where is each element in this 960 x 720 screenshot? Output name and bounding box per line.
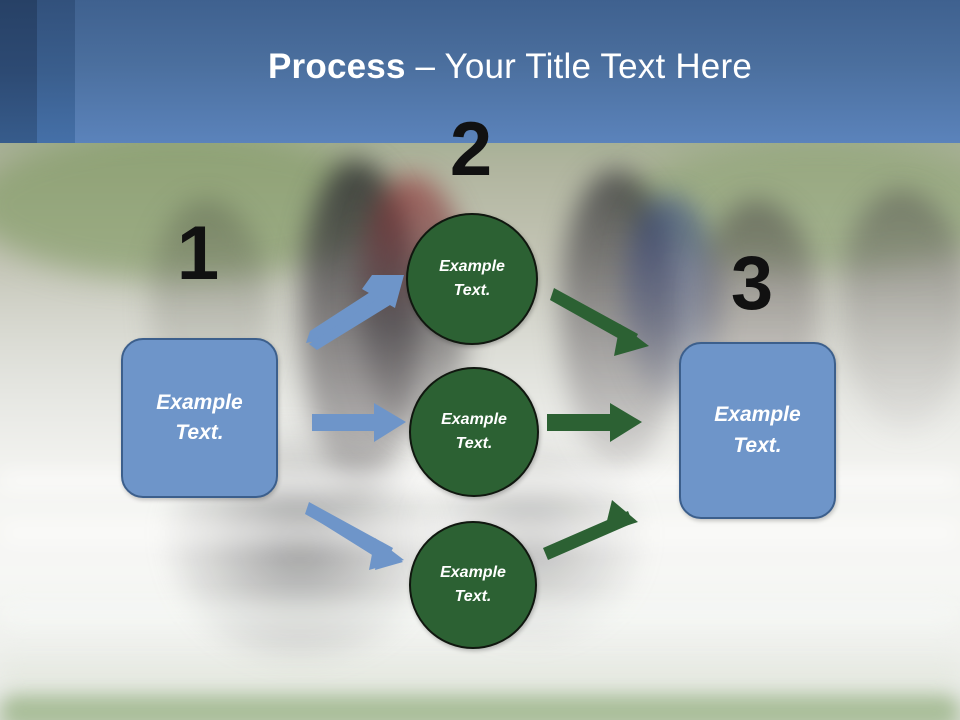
- blue-arrow-up-right-icon: [306, 275, 404, 350]
- left-box-line-1: Example: [156, 390, 243, 414]
- page-title: Process – Your Title Text Here: [100, 46, 920, 88]
- bottom-circle-line-2: Text.: [454, 588, 492, 605]
- bottom-circle-line-1: Example: [440, 564, 506, 581]
- left-box-line-2: Text.: [175, 421, 224, 444]
- title-band-accent-mid: [37, 0, 75, 143]
- green-arrow-up-right-icon: [543, 500, 638, 560]
- right-box-line-2: Text.: [733, 433, 782, 457]
- blue-arrow-down-right-icon: [305, 502, 404, 570]
- title-band-accent-dark: [0, 0, 37, 143]
- top-circle-line-2: Text.: [453, 282, 491, 299]
- middle-example-circle[interactable]: Example Text.: [409, 367, 539, 497]
- title-band: [0, 0, 960, 143]
- page-title-bold: Process: [268, 47, 406, 86]
- middle-circle-line-2: Text.: [455, 435, 493, 452]
- top-circle-line-1: Example: [439, 258, 505, 275]
- left-example-box[interactable]: Example Text.: [121, 338, 278, 498]
- step-number-1: 1: [176, 211, 220, 296]
- green-arrow-right-icon: [547, 403, 642, 442]
- right-box-line-1: Example: [714, 403, 801, 427]
- green-arrow-down-right-icon: [550, 288, 649, 356]
- photo-speed-streak-4: [0, 660, 960, 686]
- photo-rider-6: [840, 190, 960, 430]
- top-example-circle[interactable]: Example Text.: [406, 213, 538, 345]
- step-number-2: 2: [449, 107, 493, 192]
- bottom-example-circle[interactable]: Example Text.: [409, 521, 537, 649]
- photo-track-edge: [0, 694, 960, 720]
- middle-circle-line-1: Example: [441, 411, 507, 428]
- blue-arrow-right-icon: [312, 403, 406, 442]
- step-number-3: 3: [730, 241, 774, 326]
- page-title-rest: – Your Title Text Here: [405, 47, 752, 86]
- right-example-box[interactable]: Example Text.: [679, 342, 836, 519]
